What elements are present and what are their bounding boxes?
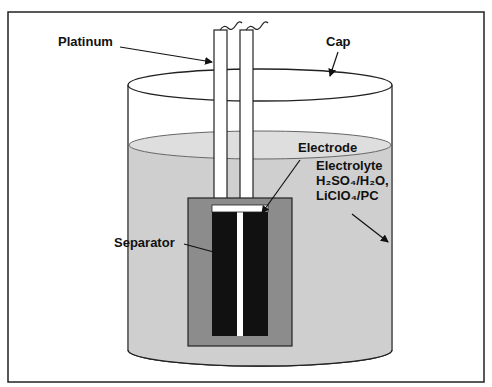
electrode-holder xyxy=(188,198,292,346)
wire xyxy=(220,22,242,30)
platinum-strip xyxy=(214,30,227,205)
electrode xyxy=(212,212,268,336)
wire xyxy=(246,22,268,30)
leader-line xyxy=(262,160,300,213)
leader-line xyxy=(330,52,338,76)
separator xyxy=(237,212,243,336)
cell-body xyxy=(128,85,392,366)
leader-line xyxy=(184,244,236,258)
frame xyxy=(8,12,484,382)
part-label: Cap xyxy=(326,34,351,49)
part-label: Electrode xyxy=(298,140,357,155)
cell-bottom xyxy=(128,350,392,366)
part-label: Electrolyte H₂SO₄/H₂O, LiClO₄/PC xyxy=(316,158,402,203)
part-label: Platinum xyxy=(58,34,113,49)
part-label: Separator xyxy=(114,235,175,250)
platinum-strip xyxy=(240,30,253,205)
leader-line xyxy=(352,214,388,242)
leader-line xyxy=(120,47,212,62)
electrode-top xyxy=(212,205,268,212)
cap xyxy=(128,69,392,101)
liquid-surface xyxy=(129,131,391,159)
